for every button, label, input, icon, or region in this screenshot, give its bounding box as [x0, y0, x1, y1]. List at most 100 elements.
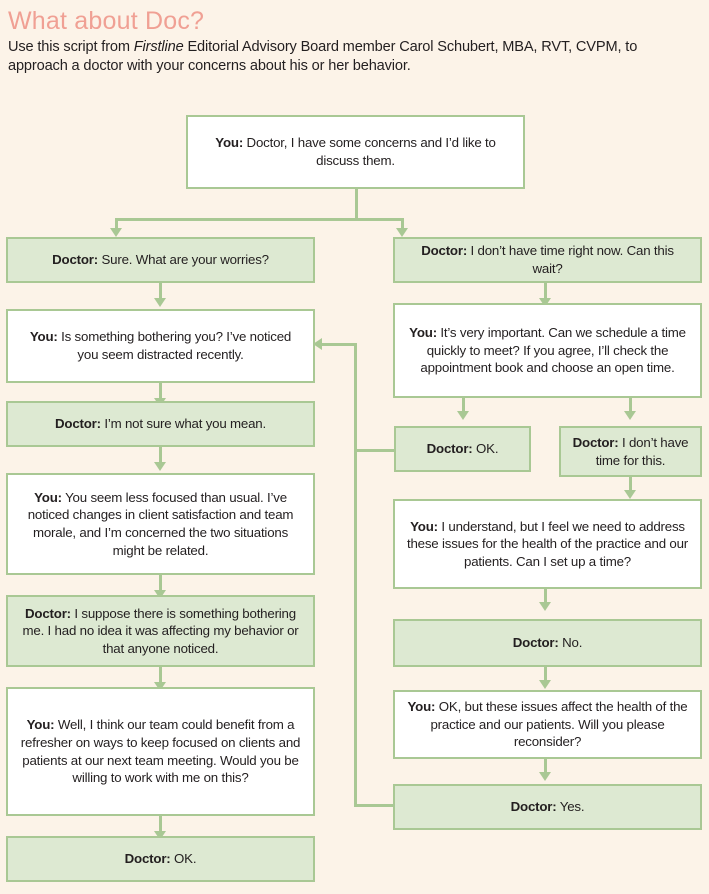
- connector-to-n2-vertical: [115, 218, 118, 232]
- connector-n7-n8: [159, 816, 162, 836]
- arrow-into-n3-from-loop: [313, 338, 322, 350]
- flow-node-n12-text: Doctor: I don’t have time for this.: [571, 434, 690, 469]
- flow-node-n2[interactable]: Doctor: Sure. What are your worries?: [6, 237, 315, 283]
- speaker-label: You:: [29, 329, 58, 345]
- flow-node-n4-text: Doctor: I’m not sure what you mean.: [55, 415, 266, 433]
- flow-node-n8[interactable]: Doctor: OK.: [6, 836, 315, 882]
- speech-text: Sure. What are your worries?: [98, 252, 270, 268]
- connector-split-horizontal: [115, 218, 404, 221]
- speech-text: I understand, but I feel we need to addr…: [406, 518, 689, 569]
- flow-node-n2-text: Doctor: Sure. What are your worries?: [52, 251, 269, 269]
- connector-n10-n11: [462, 398, 465, 416]
- flow-node-n9[interactable]: Doctor: I don’t have time right now. Can…: [393, 237, 702, 283]
- speech-text: Yes.: [556, 799, 585, 815]
- flow-node-n16[interactable]: Doctor: Yes.: [393, 784, 702, 830]
- speaker-label: You:: [215, 135, 244, 151]
- speaker-label: Doctor:: [55, 416, 101, 432]
- connector-loop-from-n11: [354, 449, 395, 452]
- speaker-label: Doctor:: [52, 252, 99, 268]
- arrow-into-n7: [154, 682, 166, 691]
- flow-node-n14[interactable]: Doctor: No.: [393, 619, 702, 667]
- flow-node-n15-text: You: OK, but these issues affect the hea…: [405, 698, 690, 751]
- connector-n1-down: [355, 189, 358, 221]
- connector-n15-n16: [544, 759, 547, 777]
- speaker-label: Doctor:: [572, 434, 619, 450]
- arrow-into-n2: [110, 228, 122, 237]
- speech-text: I don’t have time for this.: [595, 434, 689, 468]
- flow-node-n13-text: You: I understand, but I feel we need to…: [405, 518, 690, 571]
- arrow-into-n13: [624, 490, 636, 499]
- speaker-label: You:: [26, 717, 55, 733]
- arrow-into-n11: [457, 411, 469, 420]
- speaker-label: Doctor:: [426, 441, 473, 457]
- flow-node-n8-text: Doctor: OK.: [125, 850, 197, 868]
- flow-node-n7[interactable]: You: Well, I think our team could benefi…: [6, 687, 315, 816]
- connector-n14-n15: [544, 667, 547, 685]
- speaker-label: Doctor:: [25, 605, 71, 621]
- flow-node-n15[interactable]: You: OK, but these issues affect the hea…: [393, 690, 702, 759]
- connector-n13-n14: [544, 589, 547, 607]
- flow-node-n4[interactable]: Doctor: I’m not sure what you mean.: [6, 401, 315, 447]
- flow-node-n12[interactable]: Doctor: I don’t have time for this.: [559, 426, 702, 477]
- connector-n4-n5: [159, 447, 162, 467]
- arrow-into-n16: [539, 772, 551, 781]
- flow-node-n1-text: You: Doctor, I have some concerns and I’…: [198, 134, 513, 169]
- arrow-into-n15: [539, 680, 551, 689]
- speech-text: I’m not sure what you mean.: [100, 416, 266, 432]
- flow-node-n3-text: You: Is something bothering you? I’ve no…: [18, 328, 303, 363]
- speech-text: I suppose there is something bothering m…: [22, 605, 299, 656]
- speaker-label: You:: [34, 489, 62, 505]
- arrow-into-n14: [539, 602, 551, 611]
- connector-n6-n7: [159, 667, 162, 687]
- connector-to-n9-vertical: [401, 218, 404, 232]
- flow-node-n10[interactable]: You: It’s very important. Can we schedul…: [393, 303, 702, 398]
- connector-n3-n4: [159, 383, 162, 403]
- speaker-label: Doctor:: [124, 851, 171, 867]
- flow-node-n16-text: Doctor: Yes.: [511, 798, 585, 816]
- subtitle-lead: Use this script from: [8, 39, 134, 55]
- speech-text: Doctor, I have some concerns and I’d lik…: [243, 135, 496, 168]
- flow-node-n13[interactable]: You: I understand, but I feel we need to…: [393, 499, 702, 589]
- speaker-label: Doctor:: [421, 243, 468, 259]
- connector-n2-n3: [159, 283, 162, 303]
- speech-text: No.: [558, 635, 583, 651]
- speech-text: Is something bothering you? I’ve noticed…: [57, 329, 292, 362]
- subtitle-publication-name: Firstline: [133, 39, 184, 55]
- flow-node-n14-text: Doctor: No.: [512, 634, 583, 652]
- page-title: What about Doc?: [8, 7, 205, 35]
- flow-node-n6[interactable]: Doctor: I suppose there is something bot…: [6, 595, 315, 667]
- speech-text: You seem less focused than usual. I’ve n…: [27, 489, 294, 558]
- connector-loop-from-n16: [354, 804, 395, 807]
- flow-node-n6-text: Doctor: I suppose there is something bot…: [18, 605, 303, 658]
- arrow-into-n9: [396, 228, 408, 237]
- arrow-into-n12: [624, 411, 636, 420]
- flow-node-n7-text: You: Well, I think our team could benefi…: [18, 716, 303, 786]
- speaker-label: You:: [407, 699, 436, 715]
- speaker-label: Doctor:: [512, 635, 559, 651]
- speech-text: I don’t have time right now. Can this wa…: [467, 243, 674, 276]
- speech-text: OK, but these issues affect the health o…: [430, 699, 688, 750]
- flow-node-n1[interactable]: You: Doctor, I have some concerns and I’…: [186, 115, 525, 189]
- flow-node-n11[interactable]: Doctor: OK.: [394, 426, 531, 472]
- flow-node-n9-text: Doctor: I don’t have time right now. Can…: [405, 242, 690, 277]
- arrow-into-n5: [154, 462, 166, 471]
- flow-node-n5[interactable]: You: You seem less focused than usual. I…: [6, 473, 315, 575]
- arrow-into-n8: [154, 831, 166, 840]
- speech-text: OK.: [472, 441, 499, 457]
- speaker-label: Doctor:: [510, 799, 557, 815]
- connector-loop-vertical: [354, 343, 357, 807]
- speech-text: It’s very important. Can we schedule a t…: [420, 325, 686, 376]
- speech-text: OK.: [170, 851, 197, 867]
- connector-loop-into-n3: [322, 343, 356, 346]
- speech-text: Well, I think our team could benefit fro…: [20, 717, 301, 786]
- flow-node-n3[interactable]: You: Is something bothering you? I’ve no…: [6, 309, 315, 383]
- flow-node-n5-text: You: You seem less focused than usual. I…: [18, 489, 303, 559]
- arrow-into-n3: [154, 298, 166, 307]
- header: What about Doc? Use this script from Fir…: [8, 6, 698, 76]
- subtitle-tail: Editorial Advisory Board member Carol Sc…: [8, 39, 638, 74]
- speaker-label: You:: [409, 325, 437, 341]
- flow-node-n11-text: Doctor: OK.: [427, 440, 499, 458]
- connector-n12-n13: [629, 477, 632, 495]
- connector-n10-n12: [629, 398, 632, 416]
